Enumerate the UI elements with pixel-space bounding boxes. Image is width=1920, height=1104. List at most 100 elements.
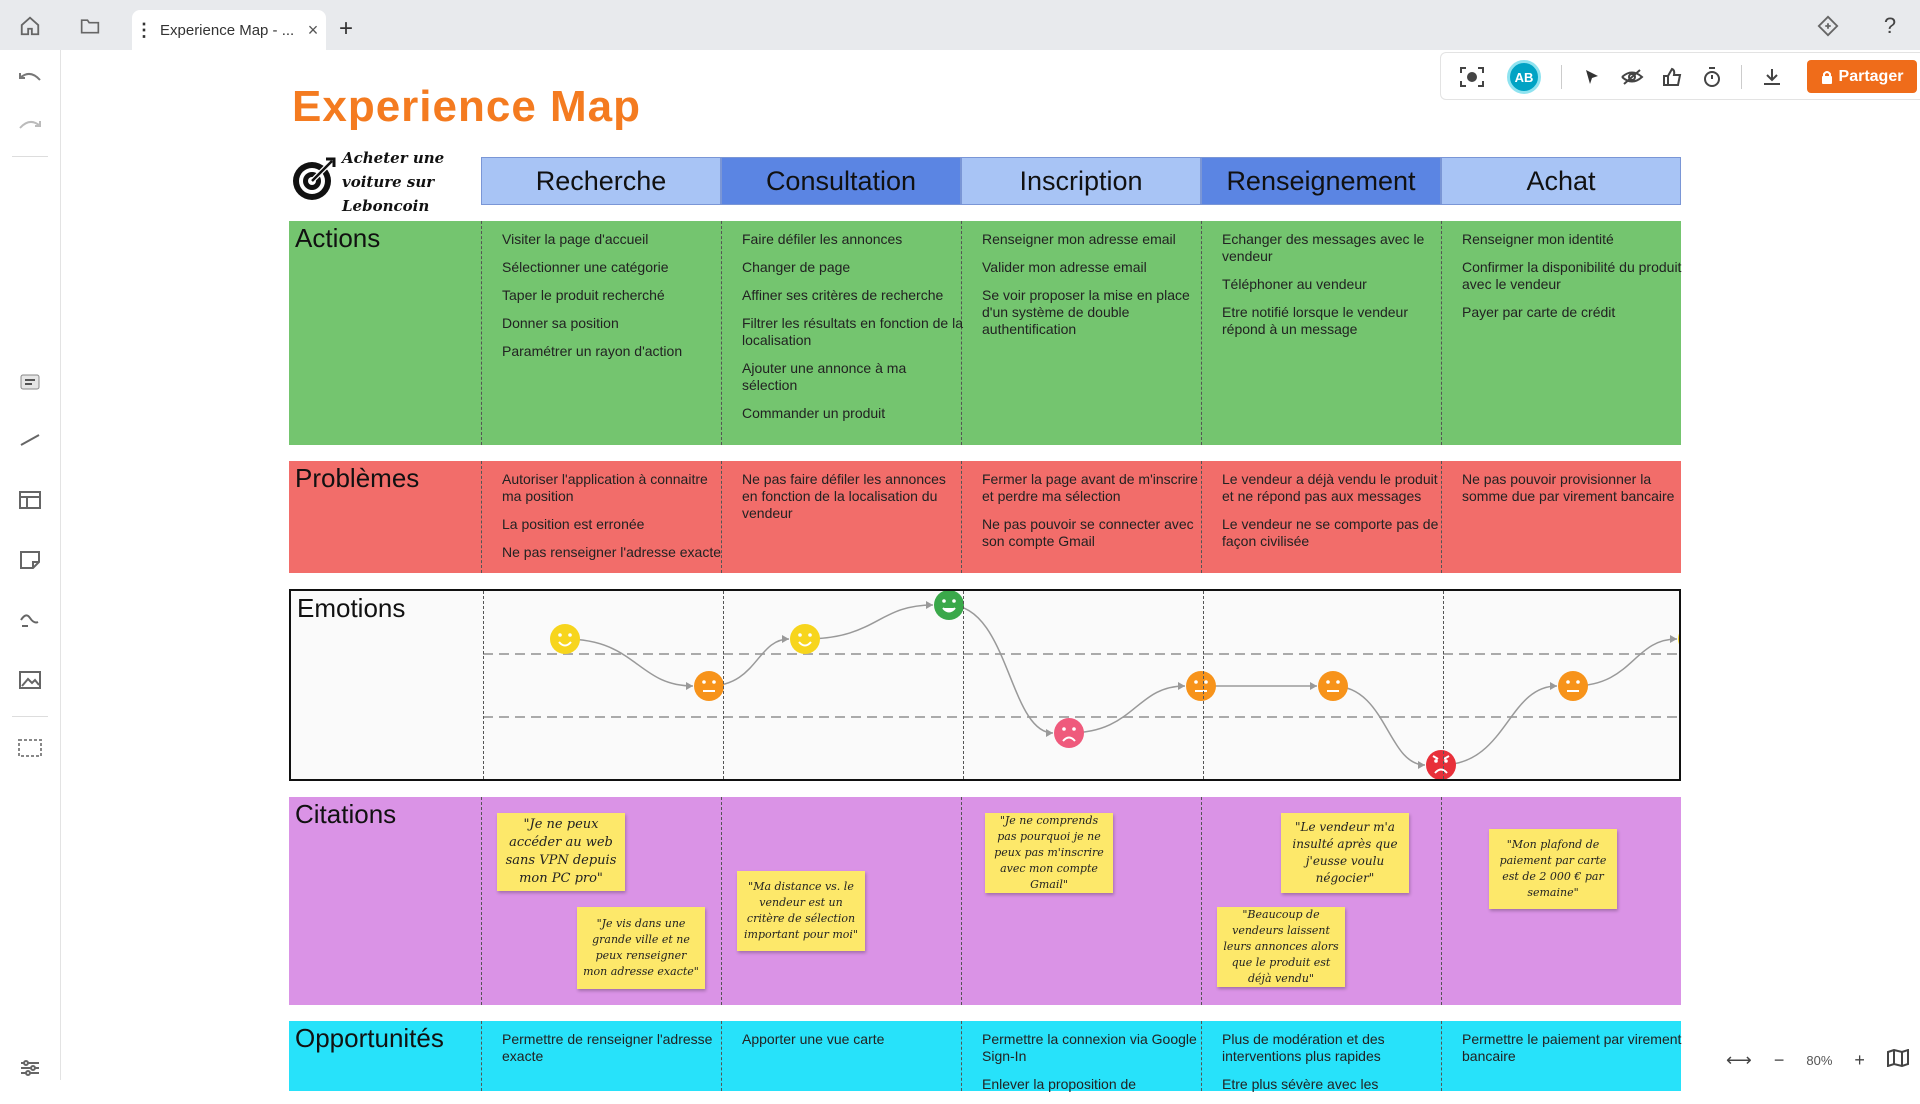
problems-item[interactable]: Le vendeur ne se comporte pas de façon c… [1222, 516, 1439, 549]
emotion-neutral-icon[interactable] [1558, 671, 1588, 701]
undo-icon[interactable] [10, 60, 50, 96]
avatar[interactable]: AB [1507, 60, 1541, 94]
folder-icon[interactable] [70, 10, 110, 42]
problems-item[interactable]: La position est erronée [502, 516, 645, 532]
actions-item[interactable]: Paramétrer un rayon d'action [502, 343, 683, 359]
problems-item[interactable]: Ne pas pouvoir provisionner la somme due… [1462, 471, 1675, 504]
download-icon[interactable] [1755, 61, 1789, 93]
opportunities-item[interactable]: Permettre la connexion via Google Sign-I… [982, 1031, 1197, 1064]
page-title[interactable]: Experience Map [292, 82, 642, 131]
text-tool-icon[interactable] [10, 364, 50, 400]
zoom-in-icon[interactable]: + [1854, 1049, 1865, 1070]
help-icon[interactable]: ? [1883, 13, 1897, 38]
phase-4[interactable]: Achat [1441, 157, 1681, 205]
actions-item[interactable]: Renseigner mon adresse email [982, 231, 1176, 247]
problems-item[interactable]: Fermer la page avant de m'inscrire et pe… [982, 471, 1198, 504]
map-icon[interactable] [1886, 1048, 1909, 1072]
actions-item[interactable]: Renseigner mon identité [1462, 231, 1614, 247]
zoom-out-icon[interactable]: − [1773, 1049, 1785, 1070]
lane-emotions[interactable]: Emotions [289, 589, 1681, 781]
emotion-happy-icon[interactable] [550, 624, 580, 654]
tab-experience-map[interactable]: ⋮ Experience Map - ... × [132, 10, 326, 50]
opportunities-item[interactable]: Plus de modération et des interventions … [1222, 1031, 1385, 1064]
lane-citations[interactable]: Citations "Je ne peux accéder au web san… [289, 797, 1681, 1005]
lane-opportunities[interactable]: Opportunités Permettre de renseigner l'a… [289, 1021, 1682, 1092]
timer-icon[interactable] [1695, 61, 1729, 93]
emotion-angry-icon[interactable] [1426, 750, 1456, 779]
lane-problems[interactable]: Problèmes Autoriser l'application à conn… [289, 461, 1681, 573]
quote-sticky-note[interactable]: "Je vis dans une grande ville et ne peux… [577, 907, 705, 989]
diamond-icon[interactable] [1808, 10, 1848, 42]
emotion-neutral-icon[interactable] [1186, 671, 1216, 701]
problems-item[interactable]: Le vendeur a déjà vendu le produit et ne… [1222, 471, 1438, 504]
actions-item[interactable]: Téléphoner au vendeur [1222, 276, 1367, 292]
lock-icon [1821, 70, 1832, 84]
quote-sticky-note[interactable]: "Je ne peux accéder au web sans VPN depu… [497, 813, 625, 891]
opportunities-item[interactable]: Etre plus sévère avec les [1222, 1076, 1379, 1092]
actions-item[interactable]: Filtrer les résultats en fonction de la … [742, 315, 963, 348]
actions-item[interactable]: Sélectionner une catégorie [502, 259, 669, 275]
quote-sticky-note[interactable]: "Le vendeur m'a insulté après que j'euss… [1281, 813, 1409, 893]
actions-item[interactable]: Commander un produit [742, 405, 886, 421]
actions-item[interactable]: Donner sa position [502, 315, 619, 331]
problems-item[interactable]: Autoriser l'application à connaitre ma p… [502, 471, 708, 504]
emotion-happy-icon[interactable] [790, 624, 820, 654]
phase-3[interactable]: Renseignement [1201, 157, 1441, 205]
problems-item[interactable]: Ne pas pouvoir se connecter avec son com… [982, 516, 1194, 549]
line-tool-icon[interactable] [10, 422, 50, 458]
emotion-very-happy-icon[interactable] [934, 591, 964, 620]
home-icon[interactable] [10, 10, 50, 42]
opportunities-item[interactable]: Apporter une vue carte [742, 1031, 885, 1047]
frame-tool-icon[interactable] [10, 730, 50, 766]
opportunities-item[interactable]: Enlever la proposition de [982, 1076, 1137, 1092]
actions-item[interactable]: Affiner ses critères de recherche [742, 287, 944, 303]
quote-sticky-note[interactable]: "Je ne comprends pas pourquoi je ne peux… [985, 813, 1113, 893]
share-button[interactable]: Partager [1807, 60, 1917, 93]
tab-menu-icon[interactable]: ⋮ [135, 19, 153, 40]
thumbs-up-icon[interactable] [1655, 61, 1689, 93]
quote-sticky-note[interactable]: "Mon plafond de paiement par carte est d… [1489, 829, 1617, 909]
visibility-icon[interactable] [1615, 61, 1649, 93]
pen-tool-icon[interactable] [10, 602, 50, 638]
template-tool-icon[interactable] [10, 482, 50, 518]
quote-sticky-note[interactable]: "Ma distance vs. le vendeur est un critè… [737, 871, 865, 951]
arrow-head [1178, 682, 1185, 690]
phase-2[interactable]: Inscription [961, 157, 1201, 205]
settings-sliders-icon[interactable] [10, 1050, 50, 1086]
fit-width-icon[interactable]: ⟷ [1726, 1049, 1752, 1070]
emotion-happy-icon[interactable] [1678, 624, 1679, 654]
opportunities-item[interactable]: Permettre de renseigner l'adresse exacte [502, 1031, 713, 1064]
emotion-neutral-icon[interactable] [1318, 671, 1348, 701]
actions-item[interactable]: Payer par carte de crédit [1462, 304, 1616, 320]
actions-item[interactable]: Changer de page [742, 259, 851, 275]
phase-1[interactable]: Consultation [721, 157, 961, 205]
actions-item[interactable]: Valider mon adresse email [982, 259, 1147, 275]
column-divider [1441, 1021, 1442, 1091]
actions-item[interactable]: Ajouter une annonce à ma sélection [742, 360, 907, 393]
screen-capture-icon[interactable] [1455, 61, 1489, 93]
redo-icon[interactable] [10, 108, 50, 144]
problems-item[interactable]: Ne pas faire défiler les annonces en fon… [742, 471, 946, 521]
actions-item[interactable]: Faire défiler les annonces [742, 231, 903, 247]
persona-goal[interactable]: Acheter une voiture sur Leboncoin [342, 149, 445, 215]
emotion-sad-icon[interactable] [1054, 718, 1084, 748]
opportunities-item[interactable]: Permettre le paiement par virement banca… [1462, 1031, 1682, 1064]
actions-item[interactable]: Echanger des messages avec le vendeur [1222, 231, 1425, 264]
actions-item[interactable]: Se voir proposer la mise en place d'un s… [982, 287, 1190, 337]
problems-item[interactable]: Ne pas renseigner l'adresse exacte [502, 544, 722, 560]
image-tool-icon[interactable] [10, 662, 50, 698]
sticky-note-tool-icon[interactable] [10, 542, 50, 578]
actions-item[interactable]: Taper le produit recherché [502, 287, 665, 303]
emotion-neutral-icon[interactable] [694, 671, 724, 701]
quote-sticky-note[interactable]: "Beaucoup de vendeurs laissent leurs ann… [1217, 907, 1345, 987]
close-icon[interactable]: × [307, 19, 319, 40]
actions-item[interactable]: Visiter la page d'accueil [502, 231, 649, 247]
new-tab-button[interactable]: + [338, 15, 353, 42]
actions-item[interactable]: Etre notifié lorsque le vendeur répond à… [1222, 304, 1408, 337]
arrow-head [1046, 729, 1053, 737]
actions-item[interactable]: Confirmer la disponibilité du produit av… [1462, 259, 1682, 292]
zoom-level[interactable]: 80% [1806, 1052, 1833, 1068]
phase-0[interactable]: Recherche [481, 157, 721, 205]
cursor-icon[interactable] [1575, 61, 1609, 93]
